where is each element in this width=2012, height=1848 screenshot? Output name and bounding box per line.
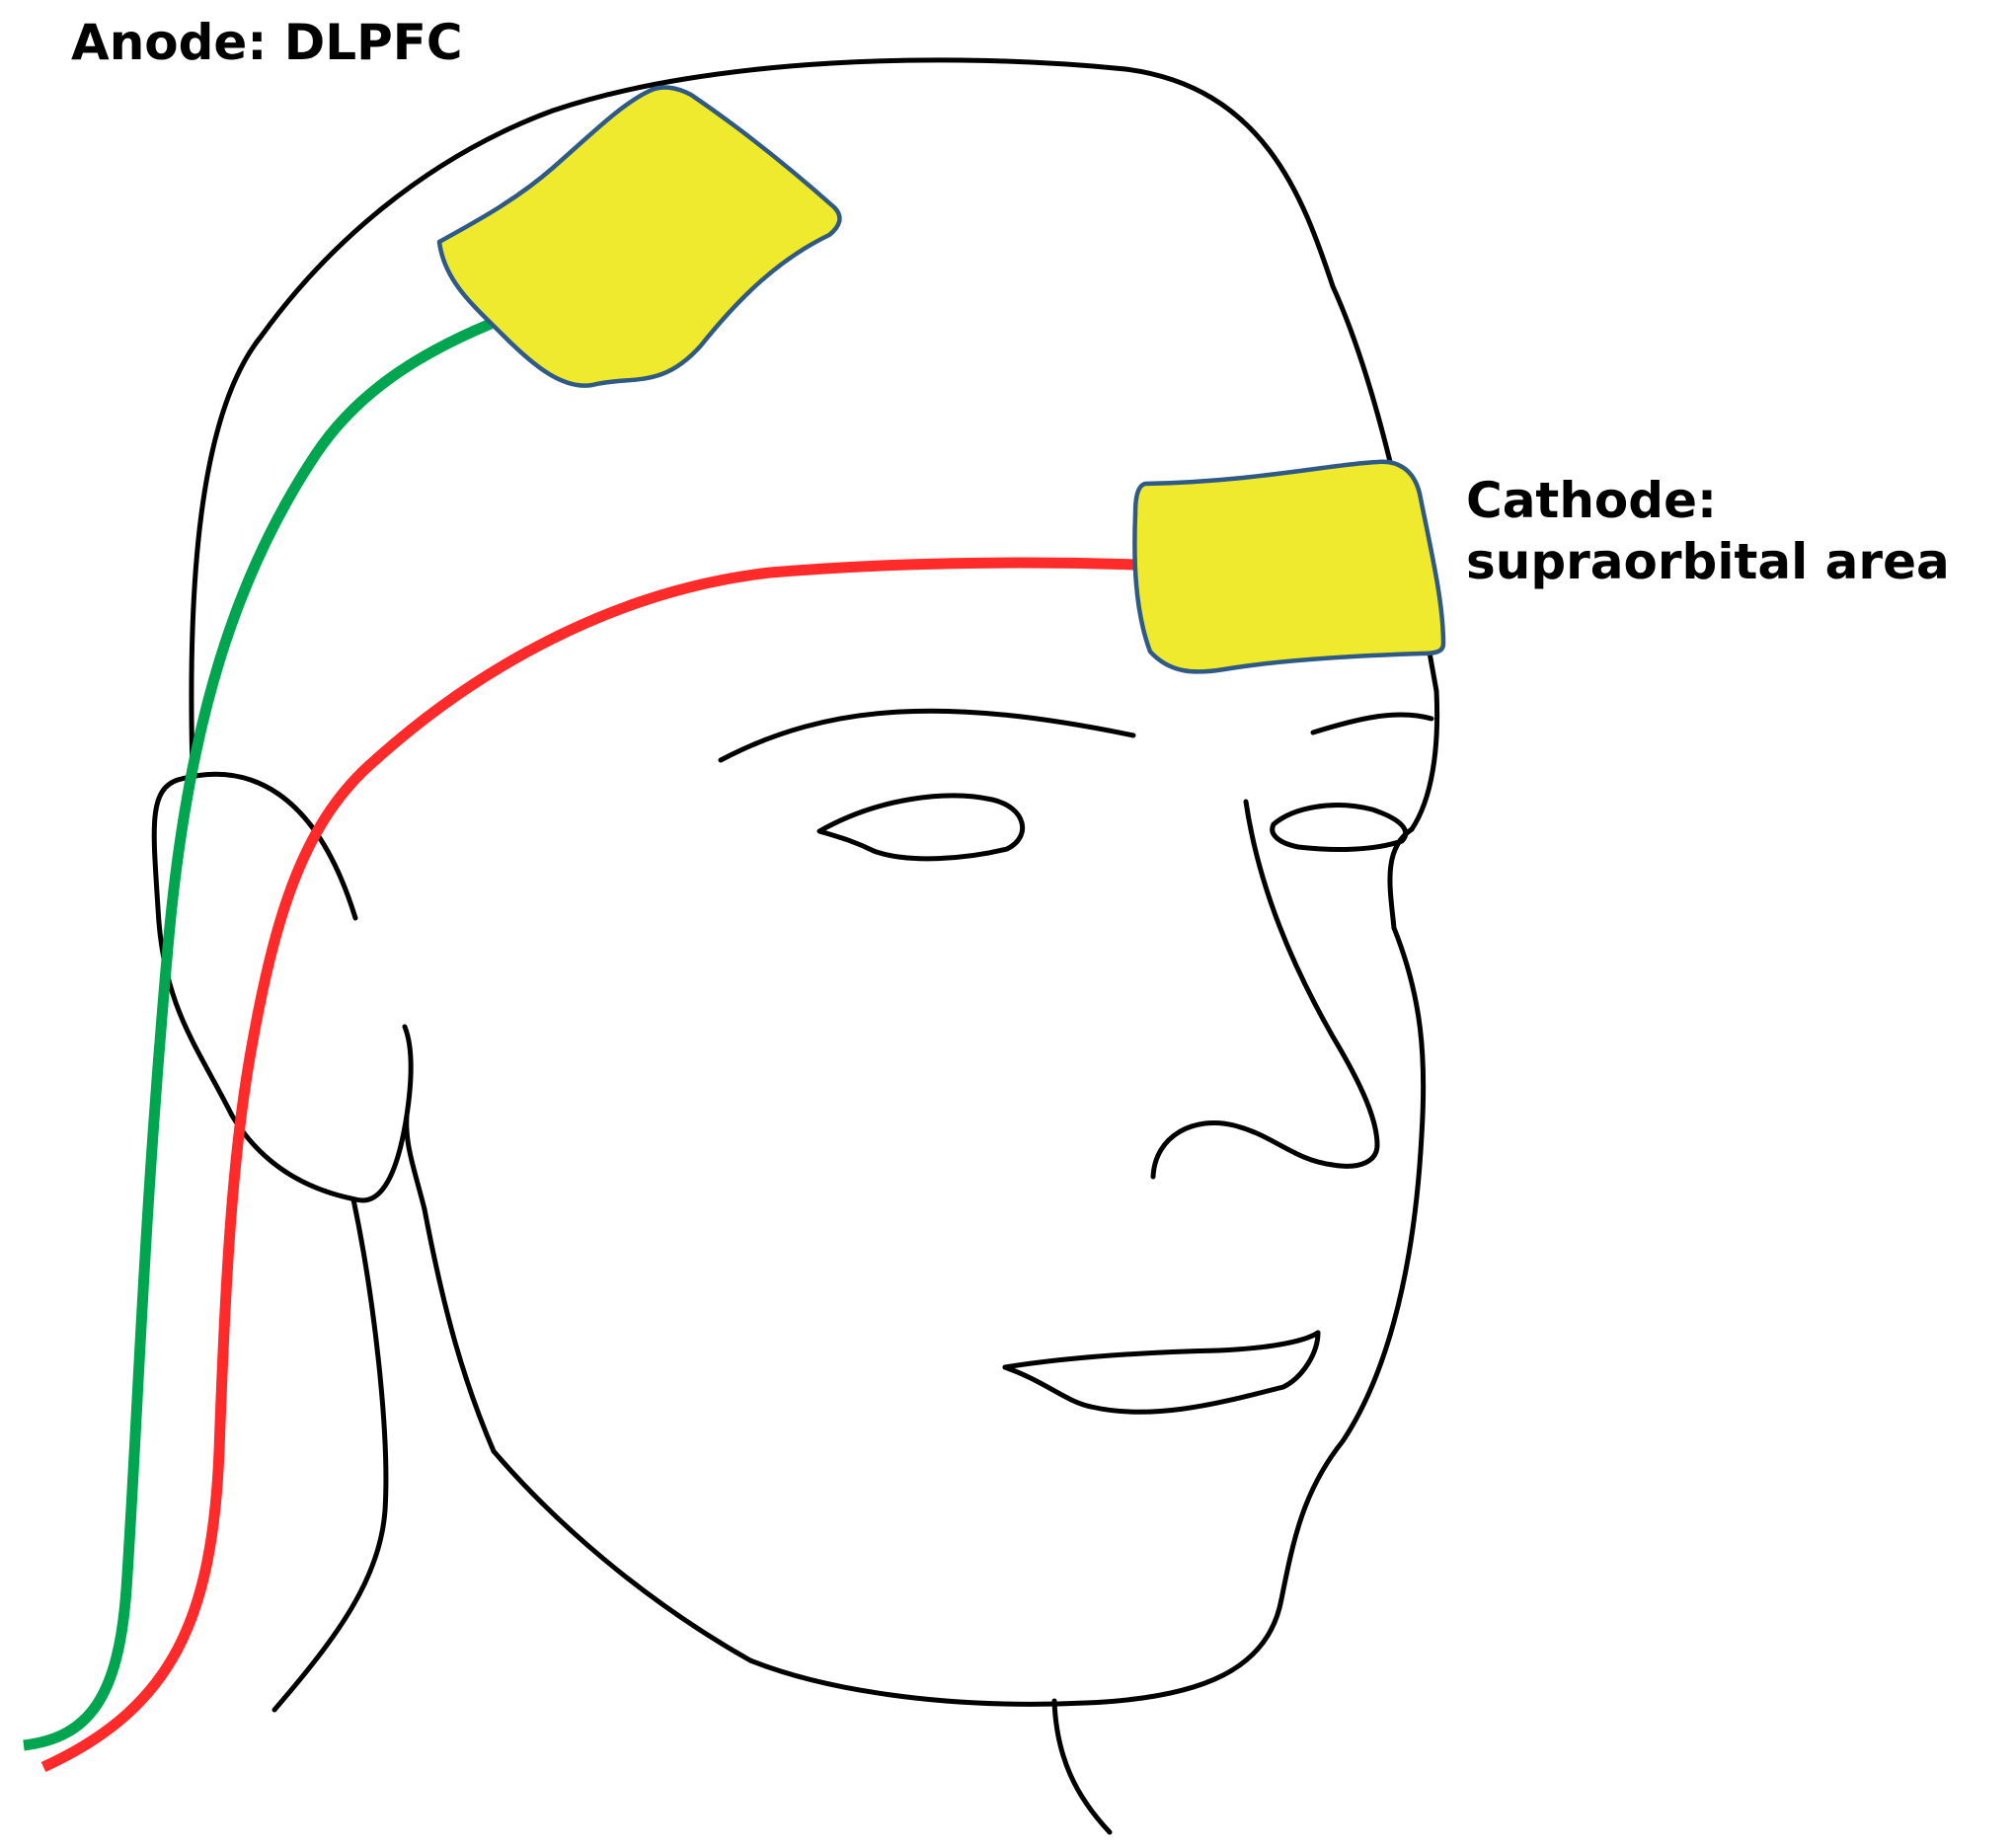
facial-features xyxy=(718,708,1434,1415)
left-eye xyxy=(816,793,1026,862)
skull-outline xyxy=(189,57,1440,832)
face-contour xyxy=(404,826,1427,1707)
cathode-label-line2: supraorbital area xyxy=(1466,533,1950,590)
cathode-label: Cathode: supraorbital area xyxy=(1466,470,1950,592)
mouth-lower-lip xyxy=(1002,1330,1321,1415)
anode-wire-green xyxy=(23,318,494,1751)
mouth-upper-lip xyxy=(1002,1330,1321,1370)
cathode-wire-red xyxy=(40,557,1136,1772)
anode-label: Anode: DLPFC xyxy=(71,14,463,71)
chin-neck-line xyxy=(1051,1698,1113,1835)
nose xyxy=(1150,799,1380,1180)
cathode-electrode-pad xyxy=(1132,459,1446,674)
cathode-label-line1: Cathode: xyxy=(1466,472,1717,529)
neck-line xyxy=(271,1196,389,1713)
right-eye xyxy=(1270,803,1409,852)
head-outline xyxy=(151,57,1440,1835)
left-eyebrow xyxy=(718,708,1136,763)
ear-outline xyxy=(151,771,414,1203)
electrodes xyxy=(436,85,1446,674)
right-eyebrow xyxy=(1310,712,1434,735)
anode-electrode-pad xyxy=(436,85,842,388)
wires xyxy=(23,318,1136,1772)
